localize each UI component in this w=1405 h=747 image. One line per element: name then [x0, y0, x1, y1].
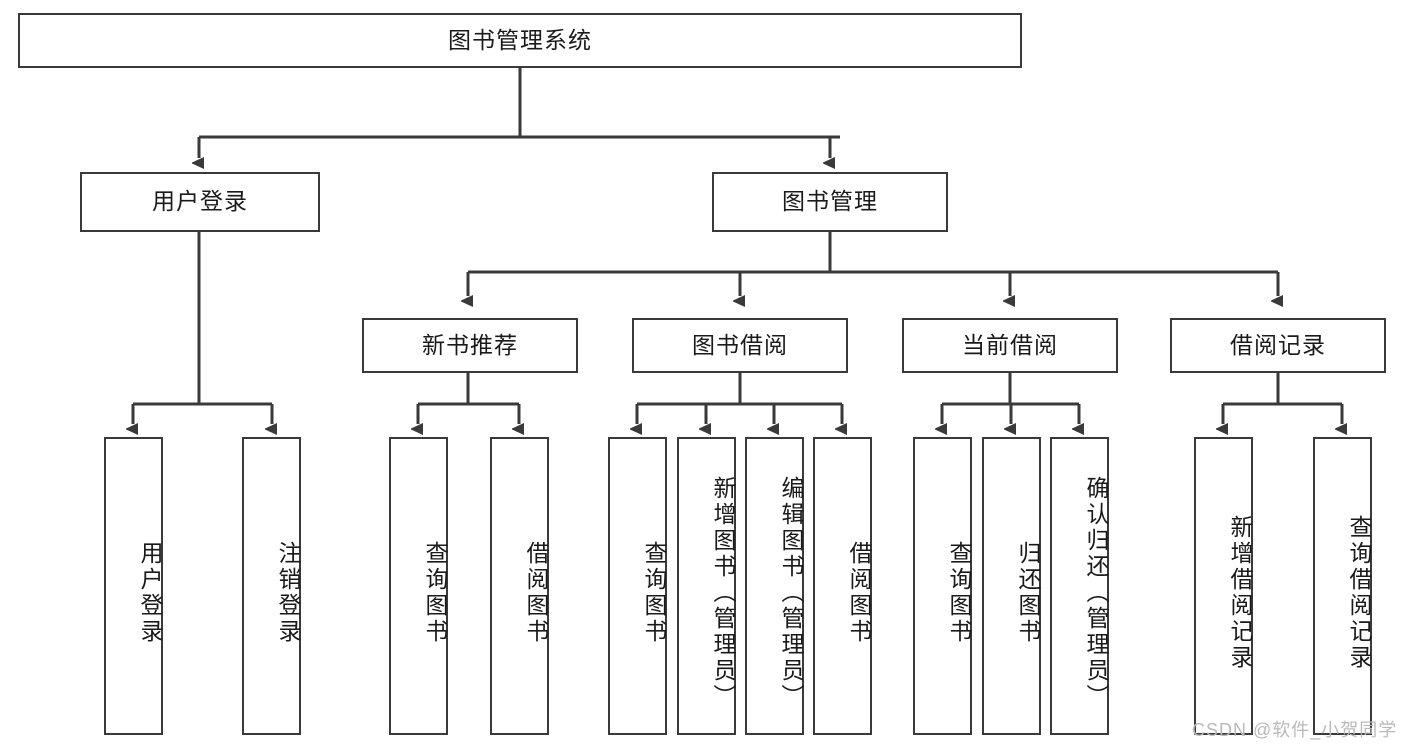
- node-root-system[interactable]: 图书管理系统: [18, 13, 1022, 68]
- node-label: 图书管理系统: [448, 26, 592, 53]
- node-label: 确认归还（管理员）: [1083, 476, 1109, 710]
- node-label: 新书推荐: [422, 331, 518, 358]
- leaf-logout[interactable]: 注销登录: [242, 437, 301, 735]
- node-label: 图书管理: [782, 188, 878, 215]
- node-user-login[interactable]: 用户登录: [80, 172, 320, 232]
- leaf-add-book-admin[interactable]: 新增图书（管理员）: [677, 437, 736, 735]
- leaf-query-borrow-record[interactable]: 查询借阅记录: [1313, 437, 1372, 735]
- node-label: 图书借阅: [692, 331, 788, 358]
- node-label: 用户登录: [137, 541, 163, 645]
- leaf-return-book[interactable]: 归还图书: [982, 437, 1041, 735]
- node-label: 编辑图书（管理员）: [778, 476, 804, 710]
- leaf-edit-book-admin[interactable]: 编辑图书（管理员）: [745, 437, 804, 735]
- node-borrow-record[interactable]: 借阅记录: [1170, 318, 1386, 373]
- node-label: 查询图书: [641, 541, 667, 645]
- node-label: 查询图书: [422, 541, 448, 645]
- node-label: 借阅记录: [1230, 331, 1326, 358]
- node-book-management[interactable]: 图书管理: [712, 172, 948, 232]
- leaf-query-book-recommend[interactable]: 查询图书: [389, 437, 448, 735]
- node-label: 新增图书（管理员）: [710, 476, 736, 710]
- leaf-user-login[interactable]: 用户登录: [104, 437, 163, 735]
- leaf-add-borrow-record[interactable]: 新增借阅记录: [1194, 437, 1253, 735]
- node-new-book-recommend[interactable]: 新书推荐: [362, 318, 578, 373]
- leaf-borrow-book[interactable]: 借阅图书: [813, 437, 872, 735]
- node-label: 新增借阅记录: [1227, 515, 1253, 671]
- node-label: 查询图书: [946, 541, 972, 645]
- leaf-borrow-book-recommend[interactable]: 借阅图书: [490, 437, 549, 735]
- node-label: 用户登录: [152, 188, 248, 215]
- leaf-query-book-current[interactable]: 查询图书: [913, 437, 972, 735]
- node-label: 注销登录: [275, 541, 301, 645]
- leaf-confirm-return-admin[interactable]: 确认归还（管理员）: [1050, 437, 1109, 735]
- leaf-query-book-borrow[interactable]: 查询图书: [608, 437, 667, 735]
- node-book-borrow[interactable]: 图书借阅: [632, 318, 848, 373]
- node-label: 查询借阅记录: [1346, 515, 1372, 671]
- node-label: 借阅图书: [846, 541, 872, 645]
- node-label: 归还图书: [1015, 541, 1041, 645]
- node-current-borrow[interactable]: 当前借阅: [902, 318, 1118, 373]
- node-label: 借阅图书: [523, 541, 549, 645]
- csdn-watermark: CSDN @软件_小贺同学: [1192, 720, 1398, 740]
- node-label: 当前借阅: [962, 331, 1058, 358]
